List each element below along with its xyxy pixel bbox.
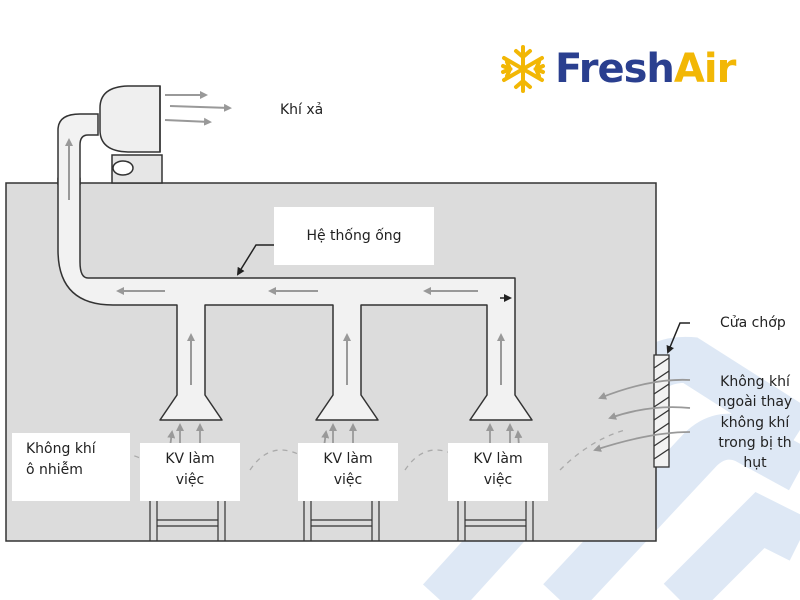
label-ducts: Hệ thống ống bbox=[306, 228, 402, 244]
label-polluted-line1: Không khí bbox=[26, 441, 96, 457]
label-ducts-box: Hệ thống ống bbox=[274, 207, 434, 265]
label-polluted-air-box: Không khí ô nhiễm bbox=[12, 433, 130, 501]
exhaust-fan bbox=[99, 85, 163, 184]
exhaust-arrows bbox=[164, 91, 232, 126]
work-area-2-line2: việc bbox=[333, 472, 363, 488]
work-area-2-line1: KV làm bbox=[323, 451, 373, 467]
label-makeup-air: Không khí ngoài thay không khí trong bị … bbox=[710, 372, 800, 473]
louver bbox=[653, 354, 670, 468]
label-makeup-line1: Không khí bbox=[720, 374, 790, 390]
freshair-logo: FreshAir bbox=[497, 38, 736, 100]
work-area-box-2: KV làm việc bbox=[298, 443, 398, 501]
label-makeup-line4: trong bị th bbox=[718, 434, 792, 451]
logo-air: Air bbox=[673, 46, 736, 92]
exhaust-riser bbox=[57, 113, 99, 185]
label-louver: Cửa chớp bbox=[720, 315, 786, 331]
work-area-box-3: KV làm việc bbox=[448, 443, 548, 501]
label-makeup-line5: hụt bbox=[743, 455, 767, 472]
makeup-air-arrows bbox=[593, 378, 691, 452]
louver-pointer bbox=[666, 322, 690, 354]
label-polluted-line2: ô nhiễm bbox=[26, 462, 83, 478]
work-area-3-line1: KV làm bbox=[473, 451, 523, 467]
ducts-pointer bbox=[236, 244, 276, 276]
work-area-3-line2: việc bbox=[483, 472, 513, 488]
label-makeup-line2: ngoài thay bbox=[717, 394, 793, 411]
logo-fresh: Fresh bbox=[555, 46, 675, 92]
duct-system bbox=[57, 177, 533, 421]
work-area-box-1: KV làm việc bbox=[140, 443, 240, 501]
work-area-1-line2: việc bbox=[175, 472, 205, 488]
branch-up-arrows bbox=[187, 333, 505, 385]
label-exhaust: Khí xả bbox=[280, 102, 324, 118]
label-makeup-line3: không khí bbox=[720, 414, 790, 431]
logo-wordmark: FreshAir bbox=[555, 46, 736, 92]
work-area-1-line1: KV làm bbox=[165, 451, 215, 467]
snowflake-icon bbox=[501, 45, 545, 93]
